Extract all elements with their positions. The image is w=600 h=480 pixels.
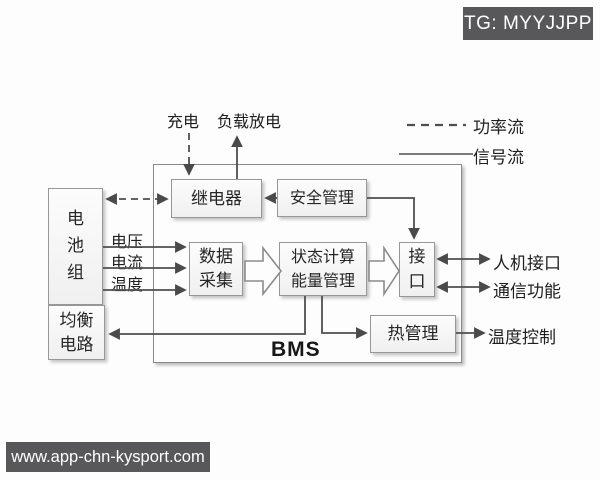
website-url-text: www.app-chn-kysport.com: [11, 447, 205, 466]
state-calc-line-2: 能量管理: [290, 271, 355, 290]
interface-char-1: 接: [408, 246, 426, 267]
bms-label: BMS: [271, 338, 321, 361]
state-calc-line-1: 状态计算: [290, 247, 355, 266]
charge-label: 充电: [167, 112, 200, 131]
battery-char-3: 组: [67, 263, 84, 283]
legend-signal-flow-label: 信号流: [473, 148, 524, 168]
battery-pack-box: 电 池 组: [48, 188, 103, 305]
hmi-label: 人机接口: [493, 254, 561, 274]
battery-char-1: 电: [67, 209, 84, 229]
website-bar: www.app-chn-kysport.com: [6, 442, 210, 472]
comm-label: 通信功能: [493, 282, 561, 302]
temperature-label: 温度: [111, 275, 144, 294]
data-acq-line-2: 采集: [199, 271, 233, 291]
battery-char-2: 池: [67, 236, 84, 256]
tg-badge-text: TG: MYYJJPP: [464, 12, 592, 34]
legend-power-flow-label: 功率流: [473, 118, 524, 138]
load-discharge-label: 负载放电: [217, 112, 282, 131]
tg-watermark-badge: TG: MYYJJPP: [463, 7, 593, 40]
relay-box: 继电器: [171, 179, 262, 218]
state-calc-energy-box: 状态计算 能量管理: [279, 242, 367, 296]
data-acquisition-box: 数据 采集: [189, 242, 243, 296]
thermal-management-box: 热管理: [370, 315, 456, 353]
balance-line-1: 均衡: [59, 310, 94, 331]
interface-char-2: 口: [408, 271, 426, 292]
balance-line-2: 电路: [59, 334, 94, 355]
current-label: 电流: [111, 253, 144, 272]
balance-circuit-box: 均衡 电路: [48, 305, 105, 360]
data-acq-line-1: 数据: [199, 247, 233, 267]
temp-control-label: 温度控制: [488, 328, 556, 348]
interface-box: 接 口: [399, 242, 435, 297]
safety-management-box: 安全管理: [277, 179, 367, 217]
